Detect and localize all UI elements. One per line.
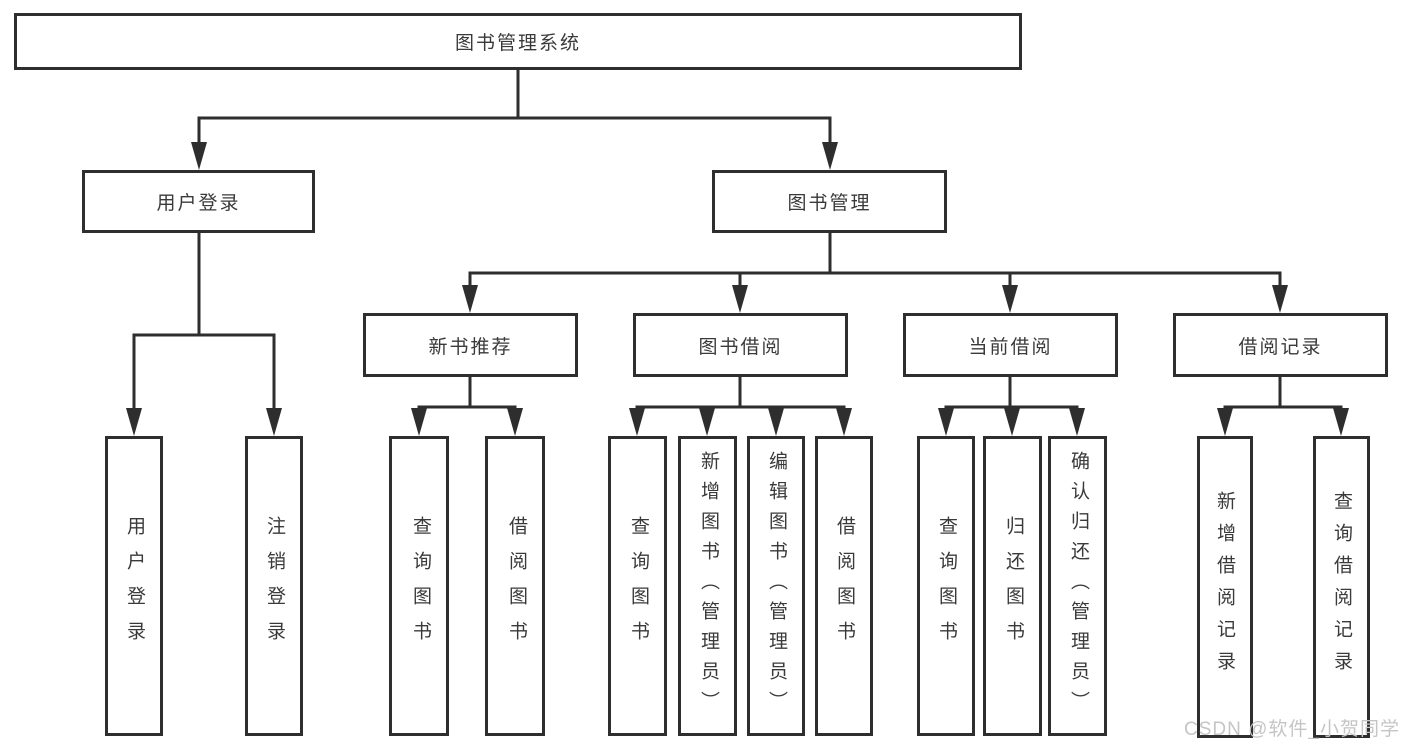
node-leaf-confirm-return-admin: 确认归还（管理员） bbox=[1048, 436, 1107, 736]
node-leaf-borrow-books-recommend: 借阅图书 bbox=[485, 436, 545, 736]
node-leaf-user-login: 用户登录 bbox=[105, 436, 163, 736]
node-leaf-query-borrow-record: 查询借阅记录 bbox=[1313, 436, 1370, 738]
node-leaf-query-books-recommend: 查询图书 bbox=[389, 436, 449, 736]
node-leaf-query-books-borrowing: 查询图书 bbox=[608, 436, 667, 736]
connector-root-to-level2 bbox=[197, 70, 832, 145]
connector-borrow-record-branch bbox=[1223, 377, 1343, 409]
node-book-borrowing: 图书借阅 bbox=[633, 313, 848, 377]
connector-book-mgmt-branch bbox=[468, 233, 1282, 288]
node-current-borrowing: 当前借阅 bbox=[903, 313, 1118, 377]
watermark: CSDN @软件_小贺同学 bbox=[1184, 719, 1400, 740]
node-leaf-add-books-admin: 新增图书（管理员） bbox=[678, 436, 737, 736]
node-user-login: 用户登录 bbox=[82, 170, 315, 233]
node-library-management-system: 图书管理系统 bbox=[14, 13, 1022, 70]
connector-new-book-branch bbox=[417, 377, 517, 409]
node-leaf-add-borrow-record: 新增借阅记录 bbox=[1197, 436, 1253, 738]
connector-current-borrow-branch bbox=[944, 377, 1079, 409]
connector-user-login-branch bbox=[132, 233, 276, 411]
connector-book-borrow-branch bbox=[635, 377, 846, 409]
arrow-heads bbox=[126, 142, 1349, 436]
node-new-book-recommendation: 新书推荐 bbox=[363, 313, 578, 377]
node-leaf-query-books-current: 查询图书 bbox=[917, 436, 975, 736]
node-leaf-return-books: 归还图书 bbox=[983, 436, 1042, 736]
node-leaf-logout-login: 注销登录 bbox=[245, 436, 303, 736]
node-borrowing-records: 借阅记录 bbox=[1173, 313, 1388, 377]
node-leaf-edit-books-admin: 编辑图书（管理员） bbox=[747, 436, 805, 736]
node-book-management: 图书管理 bbox=[712, 170, 947, 233]
node-leaf-borrow-books-borrowing: 借阅图书 bbox=[815, 436, 873, 736]
